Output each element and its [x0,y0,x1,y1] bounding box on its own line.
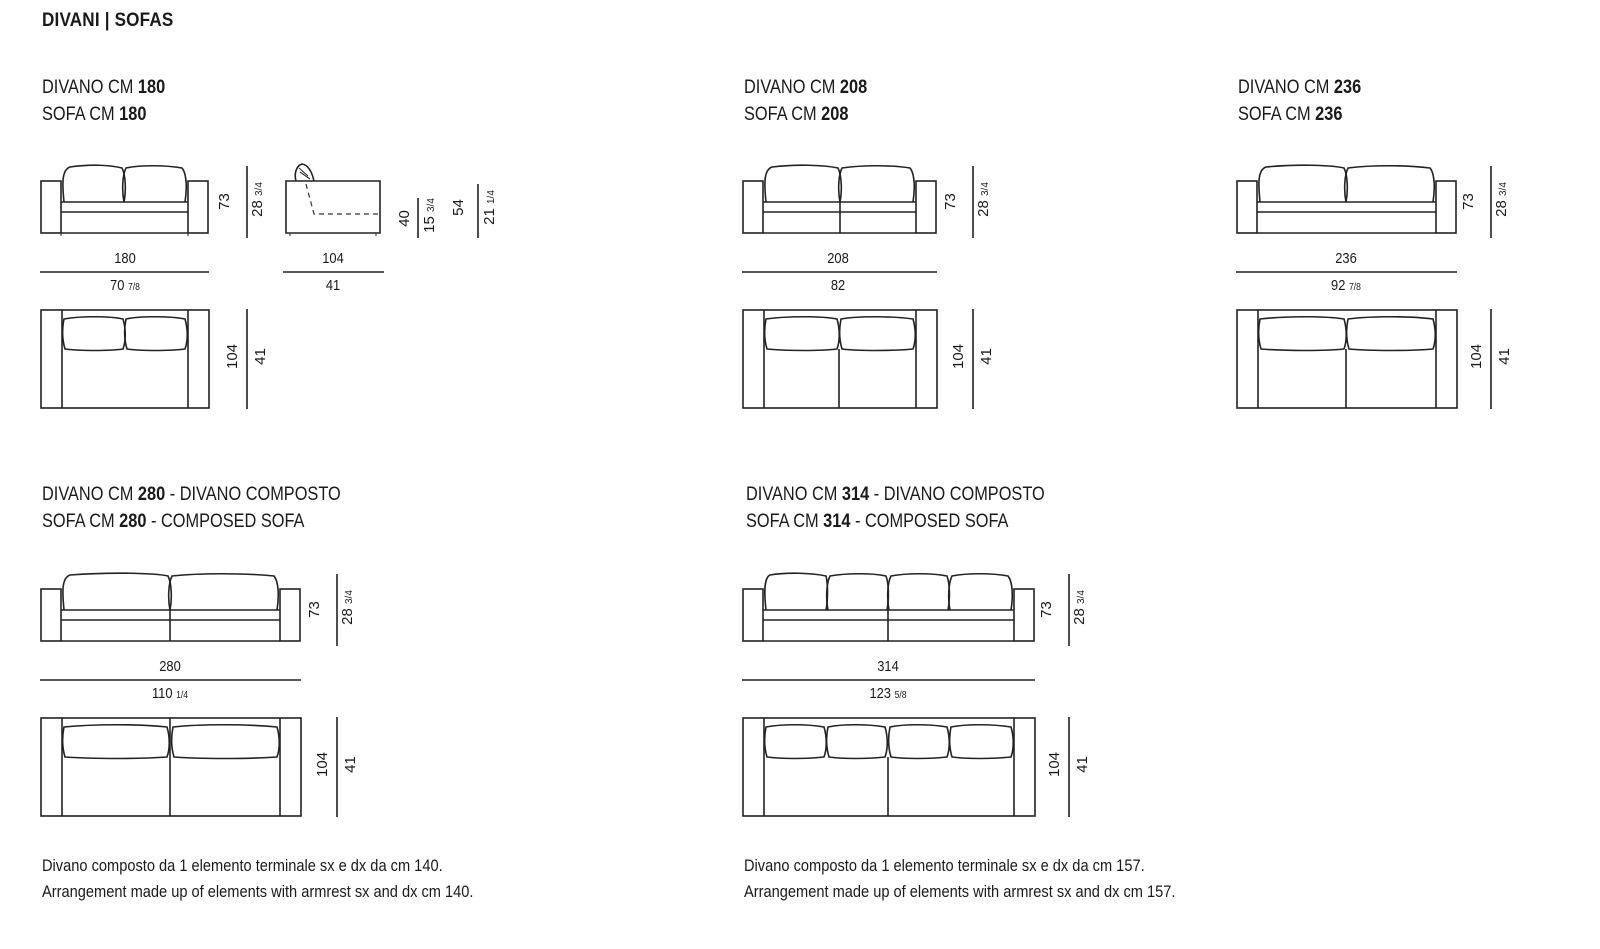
sofa-280-depth-cm: 104 [314,751,332,778]
side-view-seat-cm: 40 [395,210,413,227]
sofa-280-height-in: 28 3/4 [338,590,356,625]
sofa-314-depth-line [1068,717,1070,817]
side-view-arm-in: 21 1/4 [480,190,498,225]
side-view-depth-line [283,271,384,273]
sofa-180-top-view [40,309,210,409]
sofa-314-width-line [742,679,1035,681]
model-280-note-it: Divano composto da 1 elemento terminale … [42,856,443,875]
side-view-seat-line [417,198,419,238]
sofa-236-height-cm: 73 [1459,193,1477,210]
sofa-180-depth-in: 41 [251,348,269,365]
section-title: DIVANI | SOFAS [42,10,174,31]
sofa-236-height-in: 28 3/4 [1492,182,1510,217]
sofa-236-width-in: 92 7/8 [1331,277,1361,294]
sofa-208-depth-cm: 104 [950,343,968,370]
sofa-314-height-in: 28 3/4 [1070,590,1088,625]
sofa-280-width-in: 110 1/4 [151,685,189,702]
sofa-180-height-cm: 73 [215,193,233,210]
sofa-280-width-line [40,679,301,681]
sofa-314-depth-in: 41 [1073,756,1091,773]
sofa-180-depth-cm: 104 [224,343,242,370]
sofa-280-front-view [40,572,301,642]
side-view-seat-in: 15 3/4 [420,198,438,233]
sofa-208-height-cm: 73 [941,193,959,210]
sofa-208-width-line [742,271,937,273]
sofa-314-height-cm: 73 [1037,601,1055,618]
sofa-314-depth-cm: 104 [1046,751,1064,778]
model-280-heading: DIVANO CM 280 - DIVANO COMPOSTO SOFA CM … [42,484,341,532]
sofa-236-front-view [1236,164,1457,234]
model-280-note-en: Arrangement made up of elements with arm… [42,882,474,901]
sofa-280-depth-line [336,717,338,817]
sofa-236-depth-cm: 104 [1468,343,1486,370]
model-314-note-en: Arrangement made up of elements with arm… [744,882,1176,901]
sofa-208-width-in: 82 [830,277,846,294]
sofa-236-width-cm: 236 [1335,250,1357,267]
side-view-arm-cm: 54 [449,199,467,216]
sofa-180-height-line [246,166,248,238]
sofa-side-view [285,163,381,236]
sofa-314-width-cm: 314 [877,658,899,675]
sofa-236-height-line [1490,166,1492,238]
sofa-236-width-line [1236,271,1457,273]
model-180-heading: DIVANO CM 180 SOFA CM 180 [42,77,166,125]
sofa-208-depth-in: 41 [977,348,995,365]
model-314-note-it: Divano composto da 1 elemento terminale … [744,856,1145,875]
sofa-314-height-line [1068,574,1070,646]
sofa-280-depth-in: 41 [341,756,359,773]
sofa-208-top-view [742,309,938,409]
sofa-236-depth-in: 41 [1495,348,1513,365]
sofa-314-top-view [742,717,1036,817]
sofa-314-width-in: 123 5/8 [869,685,907,702]
model-236-heading: DIVANO CM 236 SOFA CM 236 [1238,77,1362,125]
sofa-180-width-in: 70 7/8 [110,277,140,294]
sofa-314-front-view [742,572,1035,642]
sofa-180-height-in: 28 3/4 [248,182,266,217]
sofa-180-width-line [40,271,209,273]
sofa-280-top-view [40,717,302,817]
model-280-note: Divano composto da 1 elemento terminale … [42,853,473,905]
model-208-heading: DIVANO CM 208 SOFA CM 208 [744,77,868,125]
sofa-236-depth-line [1490,309,1492,409]
sofa-180-depth-line [246,309,248,409]
sofa-208-depth-line [972,309,974,409]
sofa-180-front-view [40,164,209,236]
sofa-280-height-line [336,574,338,646]
sofa-280-height-cm: 73 [305,601,323,618]
model-314-heading: DIVANO CM 314 - DIVANO COMPOSTO SOFA CM … [746,484,1045,532]
sofa-208-height-in: 28 3/4 [974,182,992,217]
model-314-note: Divano composto da 1 elemento terminale … [744,853,1175,905]
sofa-208-height-line [972,166,974,238]
side-view-arm-line [477,184,479,238]
sofa-208-width-cm: 208 [827,250,849,267]
sofa-208-front-view [742,164,937,234]
sofa-236-top-view [1236,309,1458,409]
side-view-depth-in: 41 [325,277,341,294]
sofa-280-width-cm: 280 [159,658,181,675]
sofa-180-width-cm: 180 [114,250,136,267]
side-view-depth-cm: 104 [322,250,344,267]
